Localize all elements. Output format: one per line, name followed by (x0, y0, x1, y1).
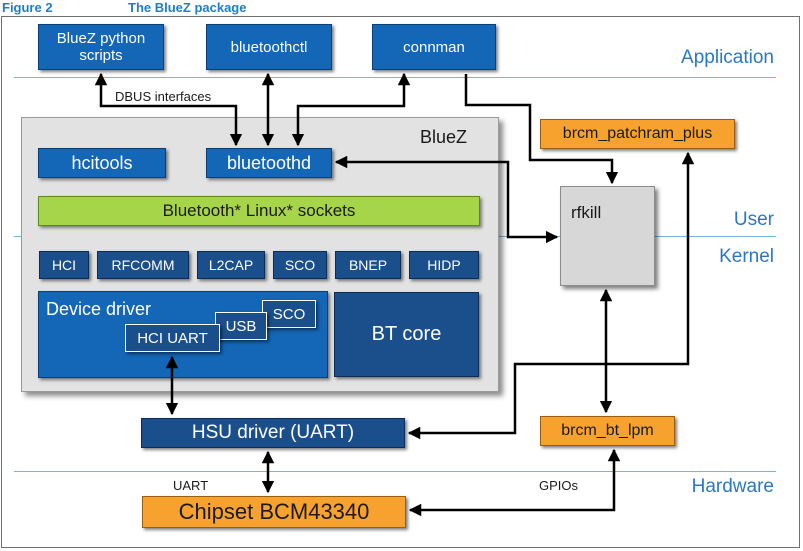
arrow-hsu-patchram (407, 151, 695, 440)
hsu-driver-box: HSU driver (UART) (141, 418, 405, 448)
arrow-btlpm-chipset (408, 448, 621, 517)
brcm-patchram-plus-box: brcm_patchram_plus (540, 119, 735, 149)
layer-label-hardware: Hardware (691, 476, 774, 497)
arrow-python-bluetoothd (94, 72, 243, 147)
diagram-frame (1, 16, 800, 548)
bluez-python-scripts-box: BlueZ python scripts (38, 24, 164, 70)
hardware-layer-line (14, 471, 776, 472)
chipset-bcm43340-box: Chipset BCM43340 (142, 496, 406, 528)
bluetoothctl-box: bluetoothctl (206, 24, 332, 70)
uart-label: UART (173, 478, 209, 493)
figure-number: Figure 2 (2, 0, 53, 15)
arrow-connman-rfkill (464, 74, 619, 185)
protocol-bnep-box: BNEP (335, 251, 401, 279)
sco-driver-box: SCO (262, 300, 316, 328)
device-driver-label: Device driver (46, 299, 152, 319)
layer-label-kernel: Kernel (719, 246, 774, 267)
hcitools-box: hcitools (38, 148, 166, 178)
usb-driver-box: USB (215, 312, 267, 340)
layer-label-application: Application (681, 47, 774, 68)
hci-uart-driver-box: HCI UART (125, 324, 220, 352)
protocol-rfcomm-box: RFCOMM (97, 251, 189, 279)
bluez-title: BlueZ (420, 127, 468, 147)
arrow-connman-bluetoothd (291, 72, 411, 147)
protocol-l2cap-box: L2CAP (197, 251, 265, 279)
bluetoothd-box: bluetoothd (206, 148, 332, 178)
protocol-sco-box: SCO (273, 251, 327, 279)
layer-label-user: User (733, 209, 774, 230)
arrow-bluetoothd-rfkill (334, 155, 559, 244)
figure-title: The BlueZ package (128, 0, 247, 15)
protocol-hci-box: HCI (39, 251, 89, 279)
connman-box: connman (372, 24, 496, 70)
